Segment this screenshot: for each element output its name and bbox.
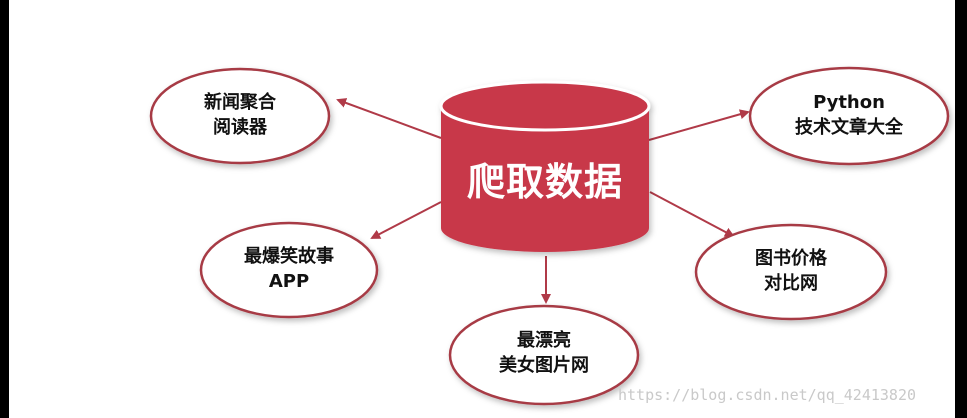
left-border bbox=[0, 0, 9, 418]
node-news: 新闻聚合 阅读器 bbox=[149, 67, 331, 165]
arrow-center-to-jokes bbox=[370, 201, 442, 239]
arrow-center-to-books bbox=[649, 191, 735, 237]
node-books: 图书价格 对比网 bbox=[694, 223, 888, 321]
node-images-line2: 美女图片网 bbox=[499, 354, 589, 376]
watermark: https://blog.csdn.net/qq_42413820 bbox=[618, 386, 917, 404]
node-news-line1: 新闻聚合 bbox=[204, 91, 277, 113]
node-python: Python 技术文章大全 bbox=[748, 66, 950, 166]
cylinder-body bbox=[441, 106, 649, 252]
right-border bbox=[955, 0, 967, 418]
edges-group bbox=[336, 98, 750, 304]
node-python-line2: 技术文章大全 bbox=[795, 116, 904, 138]
cylinder-top bbox=[439, 80, 651, 132]
center-cylinder: 爬取数据 bbox=[439, 80, 651, 252]
node-images: 最漂亮 美女图片网 bbox=[448, 304, 640, 406]
node-jokes: 最爆笑故事 APP bbox=[199, 221, 379, 319]
center-label: 爬取数据 bbox=[467, 160, 623, 204]
arrow-center-to-news bbox=[336, 98, 442, 139]
node-news-line2: 阅读器 bbox=[213, 116, 268, 138]
node-images-line1: 最漂亮 bbox=[517, 329, 571, 351]
node-books-line1: 图书价格 bbox=[755, 247, 828, 269]
arrow-center-to-python bbox=[648, 109, 750, 141]
node-jokes-line2: APP bbox=[269, 271, 309, 292]
nodes-group: 新闻聚合 阅读器 Python 技术文章大全 最爆笑故事 APP 图书价格 对比… bbox=[149, 66, 950, 406]
node-jokes-line1: 最爆笑故事 bbox=[244, 245, 334, 267]
node-books-line2: 对比网 bbox=[764, 272, 818, 294]
node-python-line1: Python bbox=[813, 92, 885, 113]
